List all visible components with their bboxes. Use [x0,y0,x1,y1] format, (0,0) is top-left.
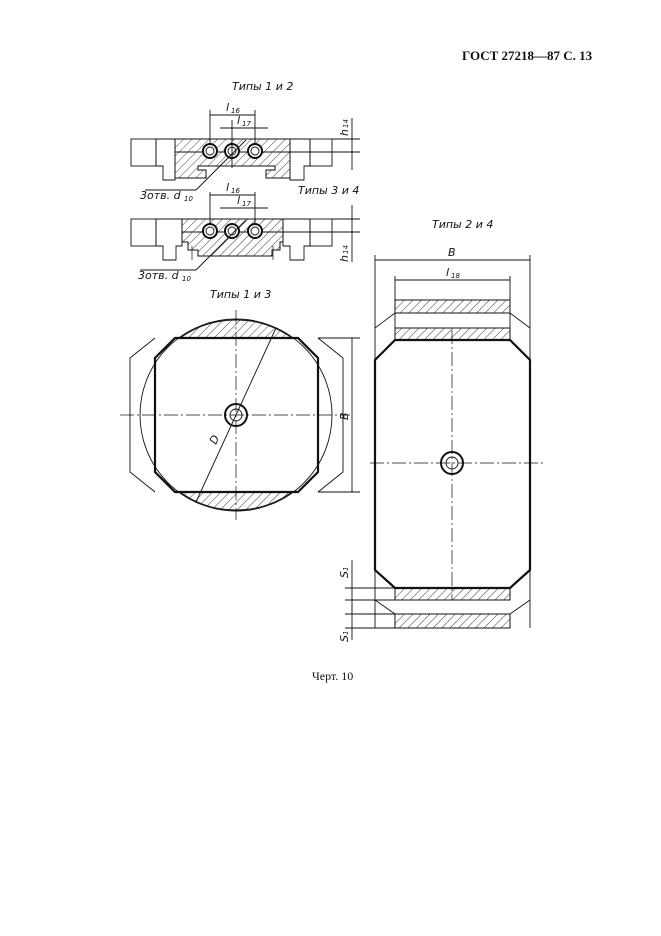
dim-S1: S [338,635,351,642]
dim-l17: l [237,194,240,207]
dim-l16-sub: 16 [231,187,240,195]
dim-l18: l [446,266,449,279]
dim-B: B [338,412,351,420]
dim-B: B [448,246,456,259]
hole [247,223,263,239]
plan-types-2-4: Типы 2 и 4 B l 18 S 1 S 1 [338,218,545,642]
dim-D: D [207,433,222,446]
dim-l17-sub: 17 [242,120,251,128]
title-types-2-4: Типы 2 и 4 [432,218,493,231]
dim-l17-sub: 17 [242,200,251,208]
hole [202,223,218,239]
dim-h14-sub: 14 [342,119,350,128]
hole [224,223,240,239]
section-types-3-4: Типы 3 и 4 l 16 l 17 h 14 3отв. d 10 [130,181,360,283]
title-types-3-4: Типы 3 и 4 [298,184,359,197]
dim-l16: l [226,181,229,194]
holes-label: 3отв. d [140,189,182,202]
section-types-1-2: Типы 1 и 2 l 16 l 17 h 14 3отв. d 10 [130,80,360,203]
plan-types-1-3: Типы 1 и 3 B D [120,288,360,520]
dim-l16: l [226,101,229,114]
dim-l18-sub: 18 [451,272,460,280]
dim-h14: h [338,129,351,136]
page-header: ГОСТ 27218—87 С. 13 [462,48,593,63]
dim-S1-sub: 1 [342,567,350,571]
hole [202,143,218,159]
dim-h14-sub: 14 [342,245,350,254]
holes-label-sub: 10 [182,275,191,283]
dim-h14: h [338,255,351,262]
dim-S1: S [338,571,351,578]
dim-S1-sub: 1 [342,631,350,635]
holes-label: 3отв. d [138,269,180,282]
title-types-1-2: Типы 1 и 2 [232,80,293,93]
holes-label-sub: 10 [184,195,193,203]
dim-l17: l [237,114,240,127]
dim-l16-sub: 16 [231,107,240,115]
hole [247,143,263,159]
title-types-1-3: Типы 1 и 3 [210,288,271,301]
figure-caption: Черт. 10 [312,669,354,683]
